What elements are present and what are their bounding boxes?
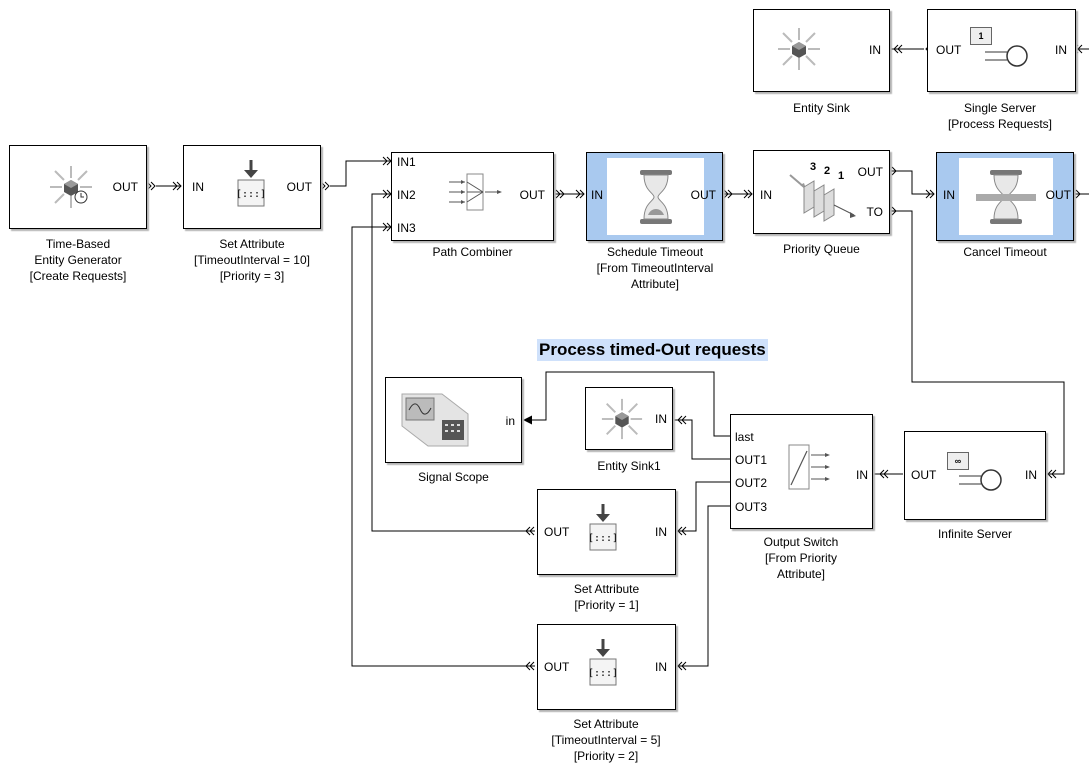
wire-setattr-p1-to-combiner-in2 <box>371 193 535 532</box>
wire-switch-to-scope <box>523 371 730 437</box>
port-in: IN <box>192 180 204 194</box>
port-in: IN <box>760 188 772 202</box>
block-path-combiner[interactable]: IN1 IN2 IN3 OUT <box>391 152 554 241</box>
port-in: IN <box>943 188 955 202</box>
capacity-badge: 1 <box>970 27 992 45</box>
block-output-switch[interactable]: last OUT1 OUT2 OUT3 IN <box>730 414 873 529</box>
port-out: OUT <box>911 468 937 482</box>
caption-signal-scope: Signal Scope <box>418 470 489 484</box>
server-icon <box>959 469 1002 491</box>
entity-sink-icon <box>601 398 643 440</box>
priority-queue-icon: 3 2 1 <box>789 161 856 222</box>
port-in3: IN3 <box>397 221 416 235</box>
port-out: OUT <box>519 188 545 202</box>
set-attribute-icon: [:::] <box>236 160 266 207</box>
cancel-hourglass-icon <box>976 170 1036 224</box>
block-signal-scope[interactable]: in <box>385 377 522 463</box>
block-single-server[interactable]: OUT 1 IN <box>927 9 1076 92</box>
port-out: OUT <box>690 188 716 202</box>
wire-queue-to-infserver <box>890 210 1065 475</box>
block-set-attribute-p2[interactable]: OUT [:::] IN <box>537 624 676 710</box>
caption-set-attribute-p2: Set Attribute [TimeoutInterval = 5] [Pri… <box>551 717 661 763</box>
caption-entity-sink1: Entity Sink1 <box>597 459 661 473</box>
port-out: OUT <box>544 660 570 674</box>
entity-sink-icon <box>778 28 820 70</box>
caption-set-attribute-top: Set Attribute [TimeoutInterval = 10] [Pr… <box>194 237 310 283</box>
port-last: last <box>735 430 754 444</box>
port-in: IN <box>1025 468 1037 482</box>
hourglass-icon <box>640 170 672 224</box>
svg-text:[:::]: [:::] <box>588 533 618 544</box>
port-out2: OUT2 <box>735 476 768 490</box>
svg-text:3: 3 <box>810 161 816 173</box>
block-set-attribute-p1[interactable]: OUT [:::] IN <box>537 489 676 575</box>
block-entity-sink[interactable]: IN <box>753 9 890 92</box>
svg-text:2: 2 <box>824 165 830 177</box>
port-in: IN <box>655 525 667 539</box>
port-out: OUT <box>936 43 962 57</box>
port-in2: IN2 <box>397 188 416 202</box>
capacity-badge: ∞ <box>947 452 969 470</box>
generator-icon <box>50 166 92 208</box>
wire-queue-to-cancel <box>890 170 934 195</box>
port-in1: IN1 <box>397 155 416 169</box>
wire-switch-to-setattr-p1 <box>676 481 730 532</box>
caption-cancel-timeout: Cancel Timeout <box>963 245 1047 259</box>
block-set-attribute-top[interactable]: IN [:::] OUT <box>183 145 321 229</box>
caption-output-switch: Output Switch [From Priority Attribute] <box>763 535 839 581</box>
port-out: OUT <box>1045 188 1071 202</box>
wire-switch-to-sink1 <box>674 419 730 460</box>
port-to: TO <box>866 205 883 219</box>
port-out: OUT <box>112 180 138 194</box>
caption-schedule-timeout: Schedule Timeout [From TimeoutInterval A… <box>596 245 714 291</box>
port-in: IN <box>591 188 603 202</box>
caption-infinite-server: Infinite Server <box>937 527 1013 541</box>
caption-path-combiner: Path Combiner <box>432 245 513 259</box>
block-entity-sink1[interactable]: IN <box>585 387 673 450</box>
wire-setattr-to-combiner <box>330 160 391 187</box>
port-in: IN <box>655 660 667 674</box>
port-out: OUT <box>857 165 883 179</box>
output-switch-icon <box>788 444 830 490</box>
port-out3: OUT3 <box>735 500 768 514</box>
block-cancel-timeout[interactable]: IN OUT <box>936 152 1074 241</box>
caption-entity-sink: Entity Sink <box>793 101 850 115</box>
block-entity-generator[interactable]: OUT <box>9 145 147 229</box>
port-in: in <box>505 414 515 428</box>
svg-text:1: 1 <box>838 170 844 182</box>
caption-single-server: Single Server [Process Requests] <box>947 101 1053 131</box>
caption-priority-queue: Priority Queue <box>783 242 860 256</box>
caption-set-attribute-p1: Set Attribute [Priority = 1] <box>573 582 640 612</box>
port-out: OUT <box>544 525 570 539</box>
port-out1: OUT1 <box>735 453 768 467</box>
block-infinite-server[interactable]: OUT ∞ IN <box>904 431 1046 520</box>
port-in: IN <box>856 468 868 482</box>
caption-entity-generator: Time-Based Entity Generator [Create Requ… <box>29 237 127 283</box>
set-attribute-icon: [:::] <box>588 504 618 551</box>
wire-setattr-p2-to-combiner-in3 <box>351 226 535 667</box>
block-schedule-timeout[interactable]: IN OUT <box>586 152 723 241</box>
svg-text:[:::]: [:::] <box>588 668 618 679</box>
port-in: IN <box>1055 43 1067 57</box>
port-in: IN <box>655 412 667 426</box>
wire-switch-to-setattr-p2 <box>676 505 730 667</box>
path-combiner-icon <box>449 173 502 211</box>
annotation-title: Process timed-Out requests <box>537 339 768 361</box>
block-priority-queue[interactable]: IN 3 2 1 OUT TO <box>753 150 890 234</box>
set-attribute-icon: [:::] <box>588 639 618 686</box>
server-icon <box>985 45 1028 67</box>
port-in: IN <box>869 43 881 57</box>
svg-text:[:::]: [:::] <box>236 189 266 200</box>
scope-icon <box>401 393 469 447</box>
port-out: OUT <box>286 180 312 194</box>
